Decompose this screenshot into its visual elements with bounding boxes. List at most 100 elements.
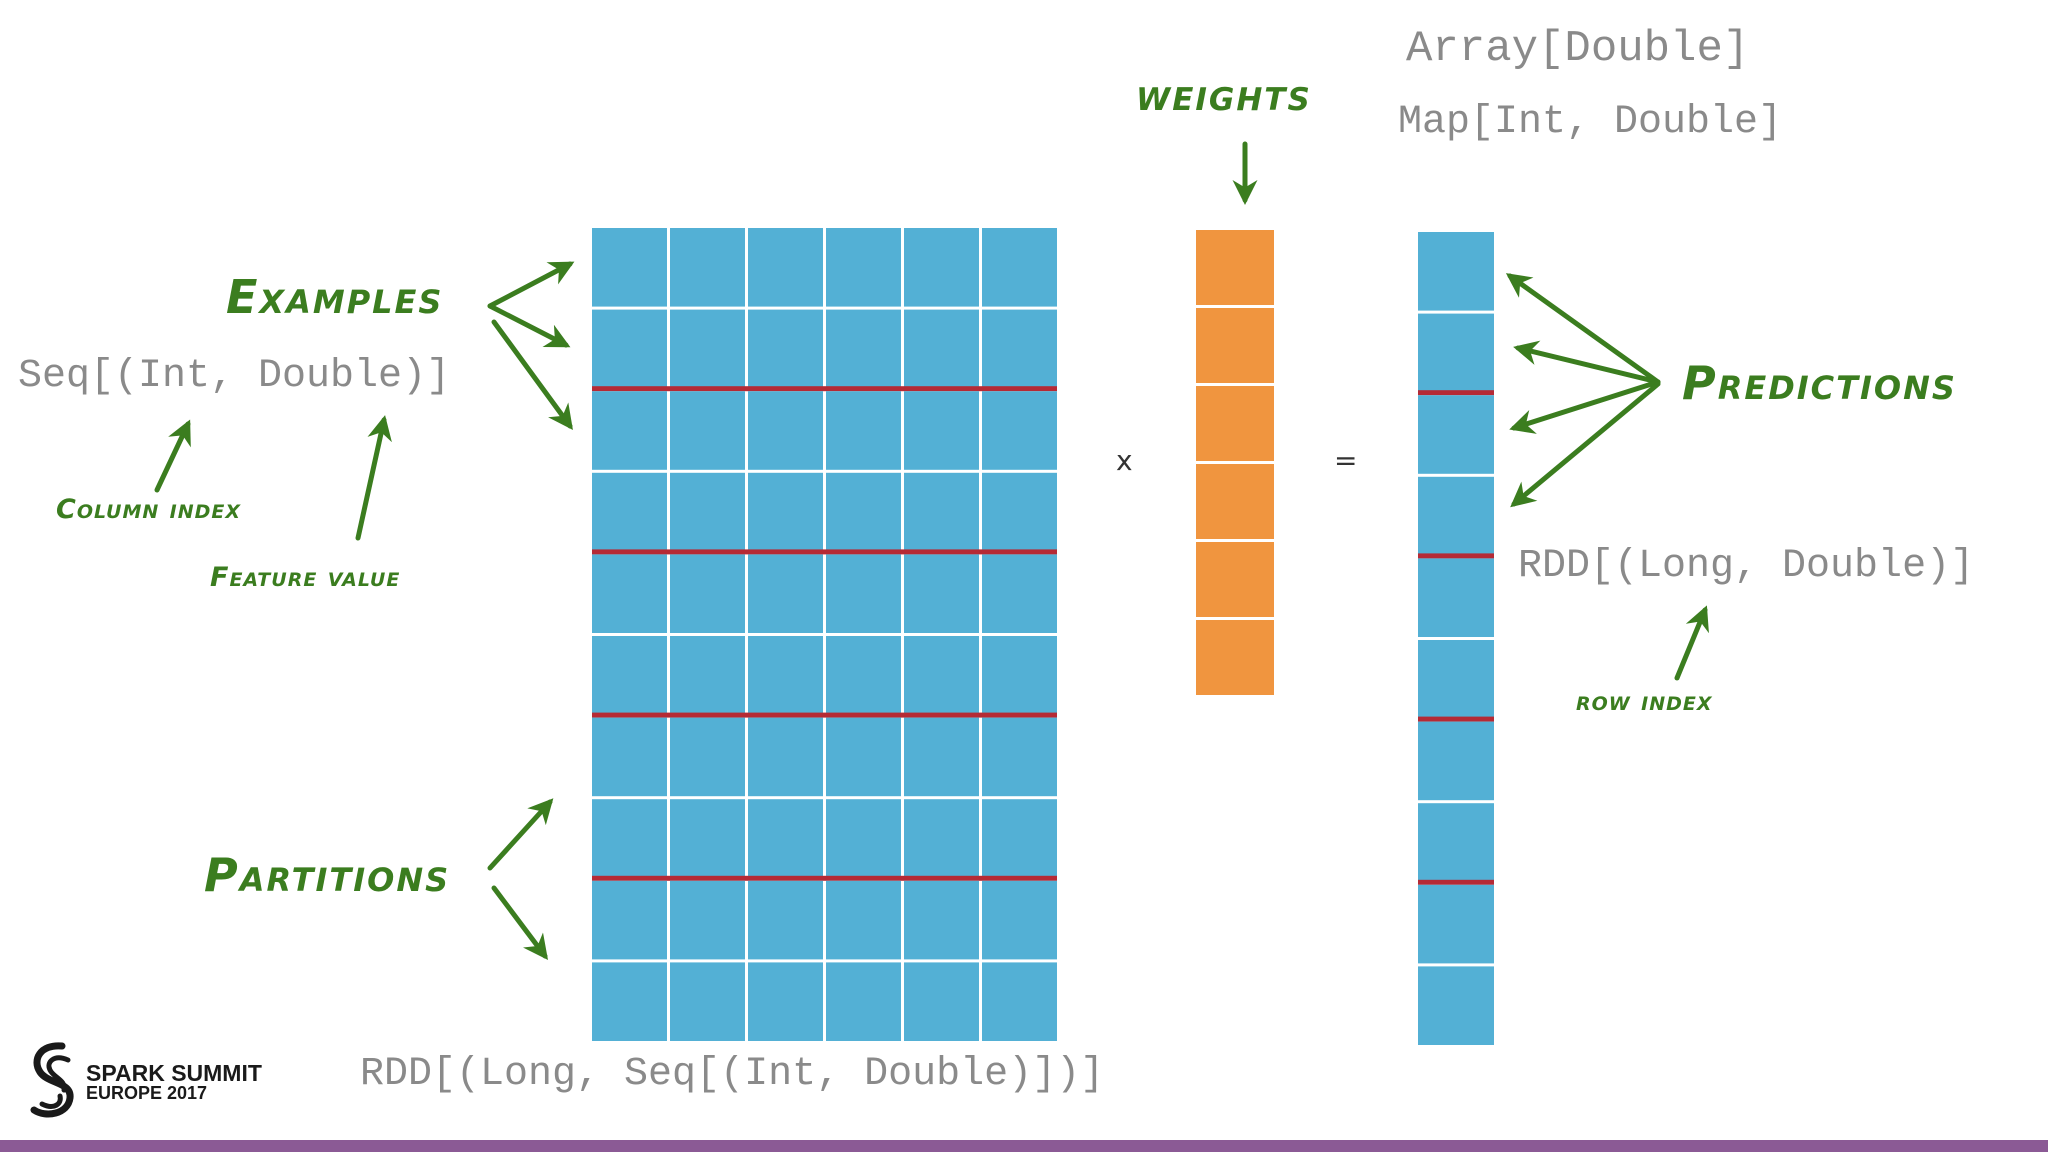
matrix-cell (982, 962, 1057, 1041)
matrix-cell (982, 554, 1057, 633)
matrix-cell (826, 962, 901, 1041)
prediction-cell (1418, 966, 1494, 1045)
matrix-cell (748, 962, 823, 1041)
predictions-arrow-4 (1510, 381, 1661, 508)
equals-operator: = (1334, 444, 1358, 477)
weight-cell (1196, 542, 1274, 617)
matrix-cell (670, 472, 745, 552)
matrix-cell (592, 228, 667, 307)
matrix-cell (592, 962, 667, 1041)
matrix-cell (904, 554, 979, 633)
matrix-cell (982, 636, 1057, 715)
matrix-cell (904, 799, 979, 878)
matrix-cell (592, 554, 667, 633)
matrix-cell (826, 880, 901, 960)
matrix-cell (826, 799, 901, 878)
seq-type-label: Seq[(Int, Double)] (18, 354, 451, 399)
partitions-label: Partitions (204, 848, 451, 902)
matrix-cell (592, 880, 667, 960)
matrix-cell (748, 228, 823, 307)
feature-value-label: Feature value (210, 562, 401, 593)
examples-arrow-3 (491, 319, 573, 431)
matrix-cell (904, 717, 979, 797)
matrix-cell (904, 391, 979, 470)
examples-label: Examples (226, 270, 444, 324)
partition-line (1418, 879, 1494, 885)
map-type-label: Map[Int, Double] (1398, 100, 1783, 145)
matrix-cell (748, 880, 823, 960)
predictions-label: Predictions (1682, 356, 1957, 410)
prediction-cell (1418, 395, 1494, 474)
predictions-arrow-2 (1513, 340, 1661, 385)
feature-value-arrow (355, 415, 392, 541)
matrix-cell (670, 962, 745, 1041)
matrix-cell (748, 391, 823, 470)
prediction-cell (1418, 721, 1494, 801)
partition-line (592, 549, 1057, 555)
matrix-cell (904, 636, 979, 715)
array-type-label: Array[Double] (1406, 24, 1750, 74)
weight-cell (1196, 230, 1274, 305)
matrix-cell (592, 472, 667, 552)
spark-summit-swirl-icon (30, 1042, 74, 1118)
matrix-cell (670, 391, 745, 470)
matrix-cell (670, 717, 745, 797)
matrix-cell (826, 717, 901, 797)
matrix-cell (826, 554, 901, 633)
matrix-cell (982, 880, 1057, 960)
matrix-cell (982, 472, 1057, 552)
examples-arrow-1 (487, 261, 575, 309)
partition-line (592, 386, 1057, 392)
matrix-cell (826, 309, 901, 389)
matrix-cell (670, 636, 745, 715)
matrix-cell (826, 472, 901, 552)
bottom-accent-bar (0, 1140, 2048, 1152)
partition-line (1418, 390, 1494, 396)
predictions-arrow-1 (1505, 273, 1661, 385)
matrix-cell (670, 554, 745, 633)
prediction-cell (1418, 803, 1494, 882)
matrix-cell (904, 309, 979, 389)
logo-text-line2: EUROPE 2017 (86, 1083, 208, 1103)
matrix-cell (592, 309, 667, 389)
spark-summit-logo: SPARK SUMMIT EUROPE 2017 (26, 1040, 276, 1124)
matrix-cell (748, 309, 823, 389)
row-index-arrow (1674, 605, 1709, 681)
row-index-label: row index (1576, 686, 1713, 717)
prediction-cell (1418, 640, 1494, 719)
column-index-arrow (154, 419, 191, 493)
matrix-cell (748, 799, 823, 878)
matrix-cell (904, 228, 979, 307)
rdd-matrix-type-label: RDD[(Long, Seq[(Int, Double)])] (360, 1052, 1105, 1097)
matrix-cell (982, 717, 1057, 797)
prediction-cell (1418, 558, 1494, 637)
partition-line (592, 712, 1057, 718)
matrix-cell (670, 880, 745, 960)
matrix-cell (670, 799, 745, 878)
partition-line (1418, 553, 1494, 559)
weight-cell (1196, 464, 1274, 539)
weight-cell (1196, 620, 1274, 695)
weight-cell (1196, 308, 1274, 383)
partition-line (1418, 716, 1494, 722)
matrix-cell (748, 554, 823, 633)
prediction-cell (1418, 476, 1494, 556)
matrix-cell (826, 636, 901, 715)
weight-cell (1196, 386, 1274, 461)
matrix-cell (904, 880, 979, 960)
column-index-label: Column index (56, 494, 242, 525)
logo-text-line1: SPARK SUMMIT (86, 1060, 262, 1086)
weights-label: weights (1136, 70, 1312, 121)
predictions-arrow-3 (1509, 379, 1661, 434)
partition-line (592, 875, 1057, 881)
predictions-vector (1418, 232, 1494, 1045)
matrix-cell (670, 228, 745, 307)
examples-arrow-2 (487, 303, 571, 348)
feature-matrix (592, 228, 1057, 1041)
rdd-predictions-type-label: RDD[(Long, Double)] (1518, 544, 1975, 589)
matrix-cell (904, 472, 979, 552)
matrix-cell (748, 717, 823, 797)
matrix-cell (592, 636, 667, 715)
